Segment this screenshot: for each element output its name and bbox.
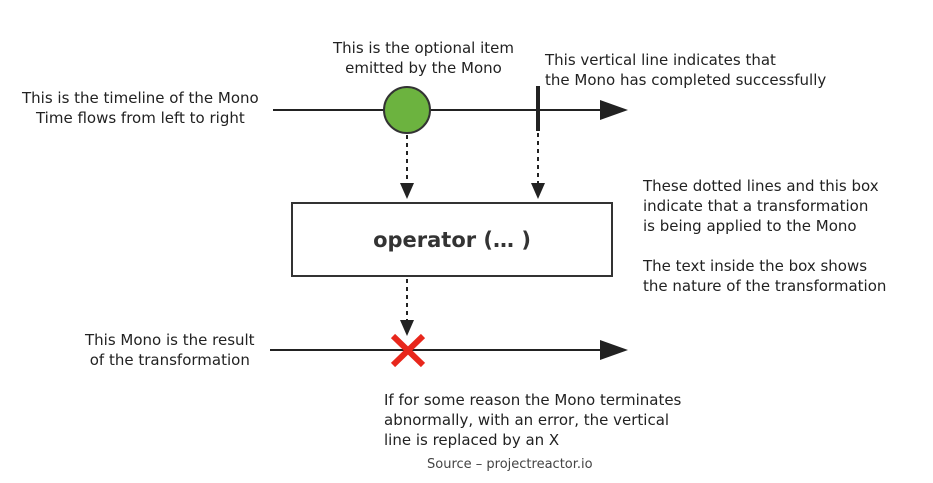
optional-item-annotation-line: This is the optional item <box>333 39 515 57</box>
completion-annotation-line: the Mono has completed successfully <box>545 71 827 89</box>
dotted-line-item-arrowhead <box>400 183 414 199</box>
timeline-annotation-line: Time flows from left to right <box>35 109 245 127</box>
source-timeline-arrowhead <box>600 100 628 120</box>
result-annotation-line: of the transformation <box>89 351 250 369</box>
error-annotation-line: abnormally, with an error, the vertical <box>384 411 670 429</box>
result-annotation: This Mono is the result of the transform… <box>85 330 255 370</box>
completion-annotation: This vertical line indicates that the Mo… <box>545 50 826 90</box>
completion-annotation-line: This vertical line indicates that <box>545 51 776 69</box>
transformation-annotation-line: is being applied to the Mono <box>643 217 857 235</box>
dotted-line-output-arrowhead <box>400 320 414 336</box>
result-timeline-arrowhead <box>600 340 628 360</box>
box-text-annotation-line: the nature of the transformation <box>643 277 887 295</box>
result-annotation-line: This Mono is the result <box>85 331 255 349</box>
transformation-annotation: These dotted lines and this box indicate… <box>643 176 886 296</box>
timeline-annotation: This is the timeline of the Mono Time fl… <box>22 88 259 128</box>
error-x-icon <box>390 333 426 368</box>
annotation-spacer <box>643 236 886 256</box>
emitted-item-circle <box>383 86 431 134</box>
error-annotation: If for some reason the Mono terminates a… <box>384 390 681 450</box>
operator-label: operator (… ) <box>373 227 531 252</box>
optional-item-annotation: This is the optional item emitted by the… <box>333 38 514 78</box>
error-annotation-line: line is replaced by an X <box>384 431 560 449</box>
optional-item-annotation-line: emitted by the Mono <box>345 59 502 77</box>
transformation-annotation-line: These dotted lines and this box <box>643 177 879 195</box>
source-credit: Source – projectreactor.io <box>427 457 593 472</box>
dotted-line-completion-arrowhead <box>531 183 545 199</box>
timeline-annotation-line: This is the timeline of the Mono <box>22 89 259 107</box>
operator-box <box>291 202 613 277</box>
error-annotation-line: If for some reason the Mono terminates <box>384 391 682 409</box>
transformation-annotation-line: indicate that a transformation <box>643 197 869 215</box>
box-text-annotation-line: The text inside the box shows <box>643 257 868 275</box>
